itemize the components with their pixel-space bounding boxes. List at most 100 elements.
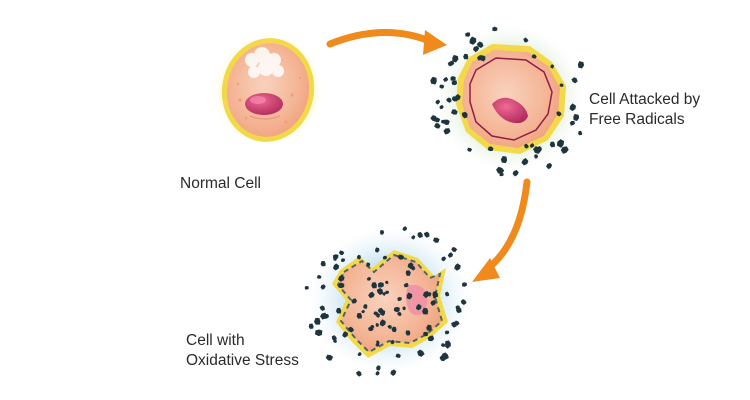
- free-radical-particle: [403, 282, 409, 288]
- free-radical-particle: [441, 256, 447, 262]
- free-radical-particle: [338, 274, 345, 282]
- arrow-icon: [326, 28, 436, 48]
- free-radical-particle: [440, 343, 446, 347]
- free-radical-particle: [422, 331, 429, 337]
- free-radical-particle: [443, 119, 450, 125]
- free-radical-particle: [433, 237, 440, 243]
- free-radical-particle: [314, 329, 323, 337]
- free-radical-particle: [320, 312, 328, 320]
- free-radical-particle: [434, 117, 441, 123]
- free-radical-particle: [356, 312, 362, 319]
- free-radical-particle: [521, 158, 529, 166]
- free-radical-particle: [336, 307, 342, 314]
- free-radical-particle: [529, 143, 535, 148]
- stressed-cell-icon: [310, 228, 470, 372]
- free-radical-particle: [531, 54, 537, 59]
- free-radical-particle: [454, 263, 461, 271]
- free-radical-particle: [549, 141, 556, 148]
- free-radical-particle: [332, 254, 339, 260]
- free-radical-particle: [452, 54, 459, 63]
- free-radical-particle: [376, 288, 384, 295]
- free-radical-particle: [382, 291, 386, 296]
- free-radical-particle: [512, 170, 519, 177]
- free-radical-particle: [379, 230, 385, 235]
- free-radical-particle: [422, 290, 430, 299]
- free-radical-particle: [314, 317, 321, 325]
- free-radical-particle: [559, 83, 564, 87]
- free-radical-particle: [371, 282, 377, 289]
- free-radical-particle: [461, 282, 467, 287]
- free-radical-particle: [338, 282, 345, 289]
- free-radical-particle: [319, 305, 326, 311]
- free-radical-particle: [445, 291, 450, 297]
- free-radical-particle: [461, 111, 468, 119]
- free-radical-particle: [357, 351, 362, 357]
- free-radical-particle: [447, 61, 453, 67]
- normal-cell-icon: [212, 34, 324, 146]
- free-radical-particle: [500, 155, 508, 164]
- stressed-cell-label-line-1: Cell with: [186, 332, 245, 349]
- free-radical-particle: [304, 285, 309, 290]
- free-radical-particle: [375, 370, 380, 376]
- free-radical-particle: [405, 270, 411, 276]
- attacked-cell-label-line-2: Free Radicals: [589, 111, 685, 128]
- free-radical-particle: [320, 284, 326, 290]
- free-radical-particle: [390, 369, 397, 376]
- free-radical-particle: [332, 339, 338, 343]
- free-radical-particle: [439, 84, 445, 89]
- free-radical-particle: [332, 263, 340, 271]
- free-radical-particle: [434, 123, 441, 129]
- attacked-cell-label-line-1: Cell Attacked by: [589, 91, 701, 108]
- free-radical-particle: [379, 319, 386, 327]
- arrow-head: [472, 258, 500, 282]
- free-radical-particle: [368, 326, 374, 332]
- free-radical-particle: [316, 275, 322, 279]
- free-radical-particle: [451, 247, 458, 252]
- arrow-icon: [482, 178, 531, 274]
- free-radical-particle: [524, 143, 529, 149]
- free-radical-particle: [416, 303, 422, 311]
- normal-cell-label: Normal Cell: [180, 174, 261, 194]
- free-radical-particle: [523, 37, 529, 43]
- free-radical-particle: [405, 330, 411, 336]
- free-radical-particle: [402, 306, 406, 311]
- free-radical-particle: [325, 354, 334, 361]
- free-radical-particle: [380, 309, 386, 317]
- free-radical-particle: [454, 93, 461, 101]
- free-radical-particle: [430, 300, 437, 306]
- free-radical-particle: [426, 324, 432, 331]
- free-radical-particle: [375, 323, 379, 327]
- free-radical-particle: [363, 303, 368, 309]
- free-radical-particle: [499, 172, 504, 177]
- free-radical-particle: [406, 292, 413, 300]
- free-radical-particle: [340, 258, 346, 263]
- arrow-head: [423, 30, 447, 55]
- free-radical-particle: [411, 235, 416, 240]
- free-radical-particle: [390, 339, 395, 345]
- free-radical-particle: [444, 340, 451, 348]
- free-radical-particle: [366, 262, 371, 267]
- free-radical-icon: [304, 26, 585, 377]
- free-radical-particle: [577, 61, 585, 69]
- stressed-cell-label-line-2: Oxidative Stress: [186, 352, 299, 369]
- free-radical-particle: [569, 103, 576, 112]
- free-radical-particle: [391, 326, 397, 333]
- free-radical-particle: [472, 45, 480, 53]
- free-radical-particle: [384, 280, 389, 285]
- free-radical-particle: [496, 166, 505, 175]
- free-radical-particle: [338, 250, 345, 256]
- free-radical-particle: [487, 146, 494, 152]
- free-radical-particle: [446, 97, 452, 103]
- free-radical-particle: [556, 139, 565, 148]
- free-radical-particle: [356, 254, 361, 260]
- free-radical-particle: [476, 41, 484, 49]
- free-radical-particle: [460, 299, 467, 305]
- free-radical-particle: [356, 370, 362, 377]
- free-radical-particle: [550, 64, 554, 69]
- free-radical-particle: [402, 226, 408, 232]
- free-radical-particle: [361, 309, 365, 314]
- free-radical-particle: [382, 255, 388, 260]
- free-radical-particle: [351, 298, 358, 304]
- free-radical-particle: [348, 326, 355, 333]
